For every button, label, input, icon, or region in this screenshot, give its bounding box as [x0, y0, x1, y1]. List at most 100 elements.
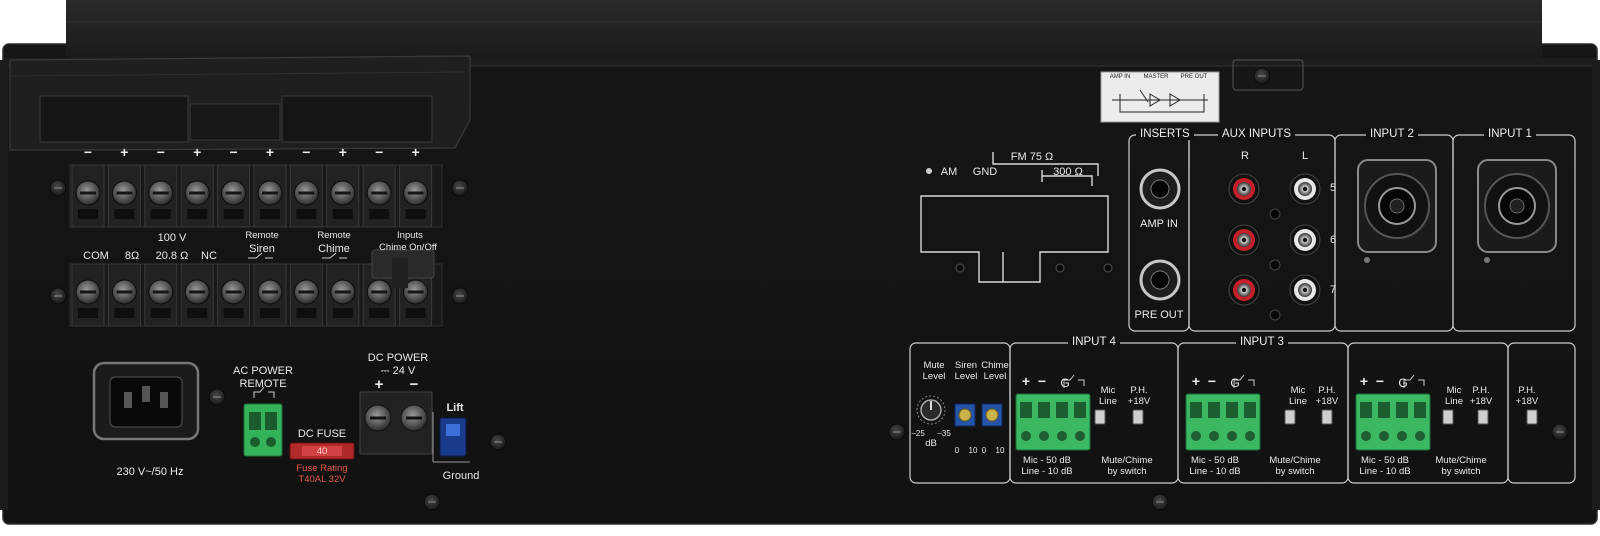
speaker-terminal[interactable] [217, 164, 251, 228]
inL-g: G [1398, 376, 1408, 390]
speaker-terminal[interactable] [71, 263, 105, 327]
label-mute: Mute [923, 360, 945, 371]
in3-by-switch: by switch [1275, 466, 1315, 477]
rca-jack-right[interactable] [1228, 274, 1260, 306]
label-chime-0: 0 [981, 446, 987, 455]
label-gnd: GND [972, 166, 998, 178]
tuner-antenna-area [920, 152, 1109, 283]
in4-minus: − [1037, 373, 1047, 389]
diagram-master: MASTER [1143, 74, 1169, 80]
rca-jack-right[interactable] [1228, 224, 1260, 256]
input3-title: INPUT 3 [1236, 336, 1288, 348]
label-nc: NC [201, 250, 217, 262]
aux-inputs-title: AUX INPUTS [1218, 128, 1296, 140]
inL-level-mic: Mic - 50 dB [1360, 455, 1410, 466]
label-chime-onoff: Chime On/Off [379, 242, 437, 253]
euroblock-connector[interactable] [1185, 393, 1261, 451]
speaker-terminal[interactable] [362, 164, 396, 228]
label-remote-chime-a: Remote [317, 230, 351, 241]
mic-line-switch [1094, 409, 1106, 425]
label-fuse-spec: T40AL 32V [298, 474, 346, 485]
rca-jack-left[interactable] [1289, 274, 1321, 306]
in4-mic: Mic [1100, 385, 1116, 396]
terminal-polarity-label: + [120, 144, 129, 160]
label-db-max: −35 [937, 429, 951, 438]
inL-level-line: Line - 10 dB [1359, 466, 1411, 477]
rca-jack-left[interactable] [1289, 224, 1321, 256]
in4-mute: Mute/Chime [1101, 455, 1153, 466]
euroblock-connector[interactable] [1015, 393, 1091, 451]
in3-level-line: Line - 10 dB [1189, 466, 1241, 477]
label-siren-10: 10 [968, 446, 978, 455]
speaker-terminal[interactable] [144, 164, 178, 228]
rca-jack-right[interactable] [1228, 173, 1260, 205]
label-fuse-value: 40 [316, 446, 328, 457]
inL-by-switch: by switch [1441, 466, 1481, 477]
inL-mic: Mic [1446, 385, 1462, 396]
xlr-combo-input2 [1357, 159, 1437, 263]
speaker-terminal[interactable] [289, 263, 323, 327]
in3-line: Line [1289, 396, 1307, 407]
rca-jack-left[interactable] [1289, 173, 1321, 205]
label-siren-level: Level [954, 371, 978, 382]
label-siren-0: 0 [954, 446, 960, 455]
label-20-8ohm: 20.8 Ω [155, 250, 189, 262]
label-mains: 230 V~/50 Hz [116, 466, 184, 478]
speaker-terminal[interactable] [180, 263, 214, 327]
inL-minus: − [1375, 373, 1385, 389]
diagram-amp-in: AMP IN [1109, 74, 1131, 80]
input2-title: INPUT 2 [1366, 128, 1418, 140]
terminal-polarity-label: − [83, 144, 93, 160]
inL-mute: Mute/Chime [1435, 455, 1487, 466]
label-aux-l: L [1301, 150, 1309, 162]
speaker-terminal[interactable] [326, 164, 360, 228]
speaker-terminal[interactable] [399, 164, 433, 228]
label-lift: Lift [446, 402, 464, 414]
speaker-terminal[interactable] [253, 263, 287, 327]
top-lid [66, 0, 1542, 60]
in1-ph: P.H. [1518, 385, 1536, 396]
label-ac-power: AC POWER [233, 365, 293, 377]
label-24v: ⎓ 24 V [380, 365, 416, 377]
in4-ph-18v: +18V [1127, 396, 1151, 407]
label-aux-r: R [1241, 150, 1249, 162]
terminal-polarity-label: − [302, 144, 311, 160]
speaker-terminal[interactable] [326, 263, 360, 327]
terminal-polarity-label: + [411, 144, 420, 160]
terminal-polarity-label: − [229, 144, 238, 160]
terminal-polarity-label: − [156, 144, 165, 160]
speaker-terminal[interactable] [107, 263, 141, 327]
speaker-terminal[interactable] [71, 164, 105, 228]
label-aux-6: 6 [1329, 234, 1337, 246]
inL-ph-18v: +18V [1469, 396, 1493, 407]
label-aux-7: 7 [1329, 284, 1337, 296]
in4-plus: + [1021, 373, 1031, 389]
label-fuse-rating: Fuse Rating [296, 463, 348, 474]
label-inputs: Inputs [397, 230, 423, 241]
ground-lift-switch [439, 417, 467, 457]
label-com: COM [83, 250, 109, 262]
label-siren: Siren [954, 360, 978, 371]
speaker-terminal[interactable] [180, 164, 214, 228]
speaker-terminal[interactable] [107, 164, 141, 228]
speaker-terminal[interactable] [289, 164, 323, 228]
label-chime-10: 10 [995, 446, 1005, 455]
label-am: AM [940, 166, 958, 178]
speaker-terminal[interactable] [217, 263, 251, 327]
in4-by-switch: by switch [1107, 466, 1147, 477]
label-dc-fuse: DC FUSE [297, 428, 347, 440]
speaker-terminal[interactable] [144, 263, 178, 327]
in3-ph: P.H. [1318, 385, 1336, 396]
speaker-terminal[interactable] [253, 164, 287, 228]
in4-g: G [1060, 376, 1070, 390]
inL-plus: + [1359, 373, 1369, 389]
label-chime-level: Level [983, 371, 1007, 382]
in3-minus: − [1207, 373, 1217, 389]
label-db-min: −25 [911, 429, 925, 438]
input1-title: INPUT 1 [1484, 128, 1536, 140]
euroblock-connector[interactable] [1355, 393, 1431, 451]
terminal-polarity-label: + [193, 144, 202, 160]
diagram-pre-out: PRE OUT [1180, 74, 1208, 80]
input4-title: INPUT 4 [1068, 336, 1120, 348]
